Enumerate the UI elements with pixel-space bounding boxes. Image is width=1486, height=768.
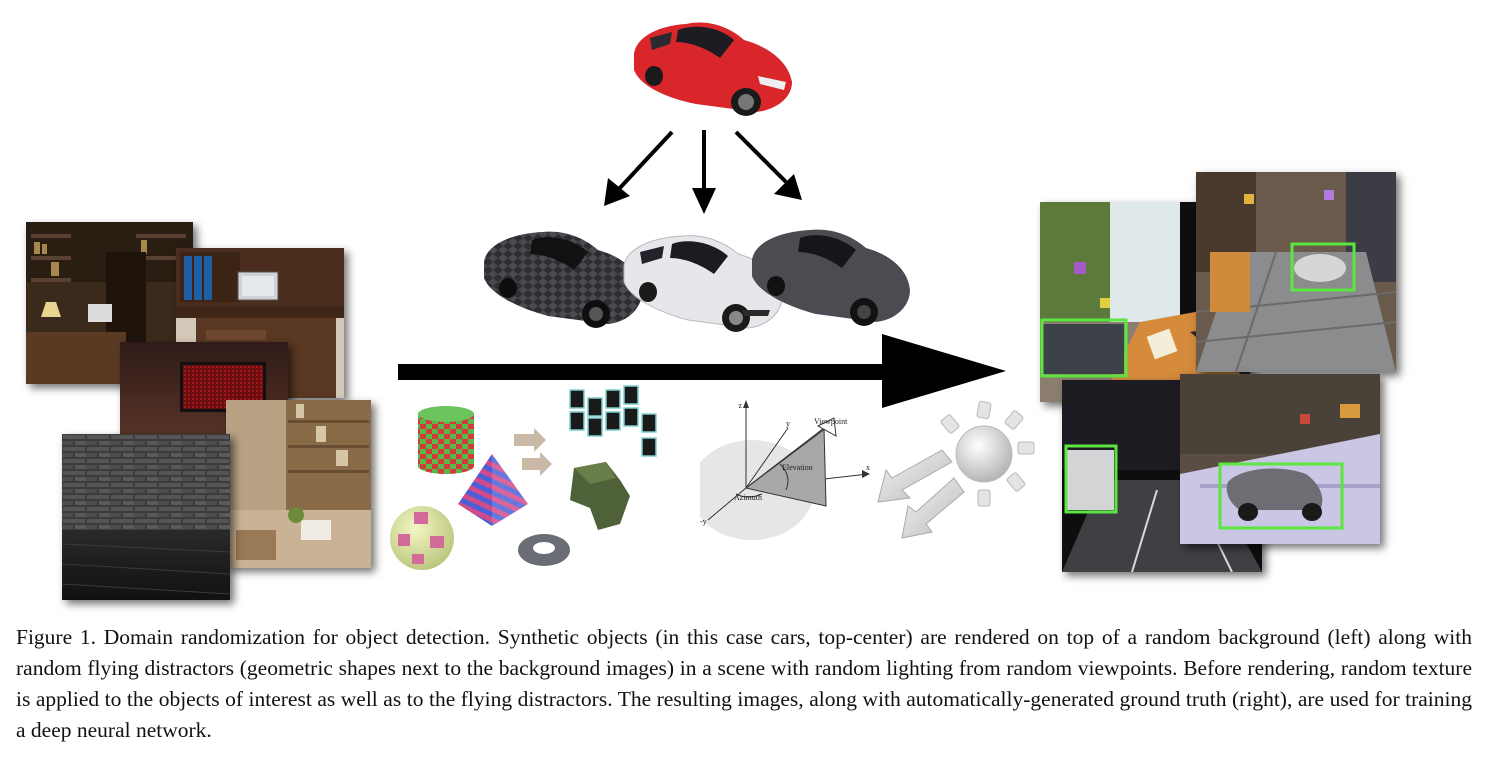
detection-box	[1290, 242, 1356, 292]
detection-box	[1040, 318, 1128, 378]
background-office-photo	[26, 222, 193, 384]
white-car-image	[618, 226, 786, 334]
detection-box	[1218, 462, 1344, 530]
figure-1: z y x -y Viewpoint Elevation Azimuth	[26, 12, 1396, 600]
rock-shape	[570, 462, 630, 530]
axis-x-label: x	[866, 463, 870, 472]
axis-neg-y-label: -y	[700, 517, 707, 526]
axis-z-label: z	[738, 401, 742, 410]
sun-light-icon	[877, 400, 1035, 539]
torus-shape	[518, 534, 570, 566]
checkered-cylinder	[418, 406, 474, 474]
elevation-label: Elevation	[782, 463, 813, 472]
dark-gray-car-image	[746, 220, 914, 330]
patterned-sphere	[390, 506, 454, 570]
background-cluttered-room-photo	[226, 400, 371, 568]
result-image-street-bottom-right	[1180, 374, 1380, 544]
background-brick-wall-photo	[62, 434, 230, 600]
result-image-street-top-right	[1196, 172, 1396, 372]
detection-box	[1064, 444, 1118, 514]
distractor-shapes	[390, 385, 657, 570]
figure-caption: Figure 1. Domain randomization for objec…	[16, 625, 1472, 742]
camouflage-car-image	[478, 222, 646, 332]
azimuth-label: Azimuth	[734, 493, 762, 502]
main-arrow	[398, 334, 1006, 408]
cube-cluster	[569, 385, 657, 457]
striped-pyramid	[458, 454, 528, 526]
three-arrows	[604, 130, 802, 214]
viewpoint-diagram: z y x -y Viewpoint Elevation Azimuth	[700, 400, 870, 540]
axis-y-label: y	[786, 419, 790, 428]
red-car-image	[626, 12, 798, 120]
viewpoint-label: Viewpoint	[814, 417, 848, 426]
